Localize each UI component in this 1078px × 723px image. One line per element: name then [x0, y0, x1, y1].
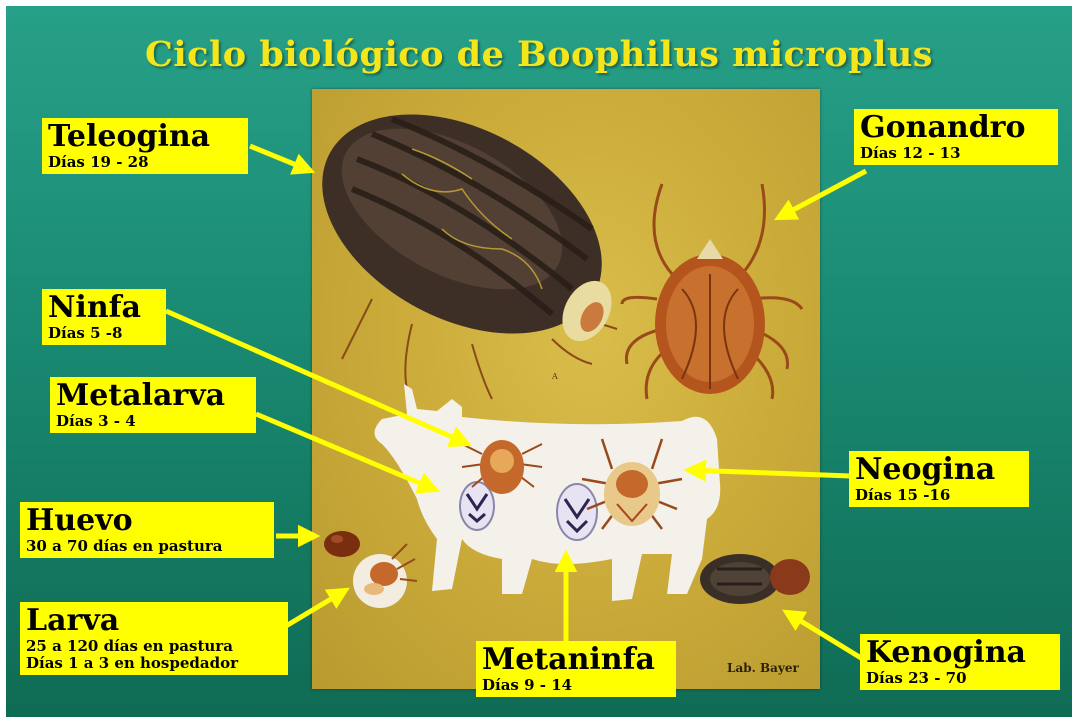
larva-name: Larva: [26, 604, 282, 638]
arrow-larva: [286, 590, 346, 626]
arrow-metalarva: [256, 414, 436, 490]
arrow-gonandro: [778, 171, 866, 218]
neogina-name: Neogina: [855, 453, 1023, 487]
arrow-teleogina: [250, 146, 311, 171]
larva-days-pasture: 25 a 120 días en pastura: [26, 638, 282, 655]
label-gonandro: Gonandro Días 12 - 13: [854, 109, 1058, 165]
label-kenogina: Kenogina Días 23 - 70: [860, 634, 1060, 690]
ninfa-days: Días 5 -8: [48, 325, 160, 342]
label-ninfa: Ninfa Días 5 -8: [42, 289, 166, 345]
gonandro-days: Días 12 - 13: [860, 145, 1052, 162]
gonandro-name: Gonandro: [860, 111, 1052, 145]
label-metalarva: Metalarva Días 3 - 4: [50, 377, 256, 433]
teleogina-days: Días 19 - 28: [48, 154, 242, 171]
slide: Ciclo biológico de Boophilus microplus: [6, 6, 1072, 717]
metalarva-name: Metalarva: [56, 379, 250, 413]
neogina-days: Días 15 -16: [855, 487, 1023, 504]
label-teleogina: Teleogina Días 19 - 28: [42, 118, 248, 174]
metaninfa-days: Días 9 - 14: [482, 677, 670, 694]
kenogina-name: Kenogina: [866, 636, 1054, 670]
huevo-days: 30 a 70 días en pastura: [26, 538, 268, 555]
teleogina-name: Teleogina: [48, 120, 242, 154]
label-neogina: Neogina Días 15 -16: [849, 451, 1029, 507]
label-larva: Larva 25 a 120 días en pastura Días 1 a …: [20, 602, 288, 675]
huevo-name: Huevo: [26, 504, 268, 538]
kenogina-days: Días 23 - 70: [866, 670, 1054, 687]
larva-days-host: Días 1 a 3 en hospedador: [26, 655, 282, 672]
label-metaninfa: Metaninfa Días 9 - 14: [476, 641, 676, 697]
arrow-neogina: [688, 470, 851, 476]
ninfa-name: Ninfa: [48, 291, 160, 325]
metaninfa-name: Metaninfa: [482, 643, 670, 677]
arrow-kenogina: [786, 612, 866, 661]
label-huevo: Huevo 30 a 70 días en pastura: [20, 502, 274, 558]
metalarva-days: Días 3 - 4: [56, 413, 250, 430]
